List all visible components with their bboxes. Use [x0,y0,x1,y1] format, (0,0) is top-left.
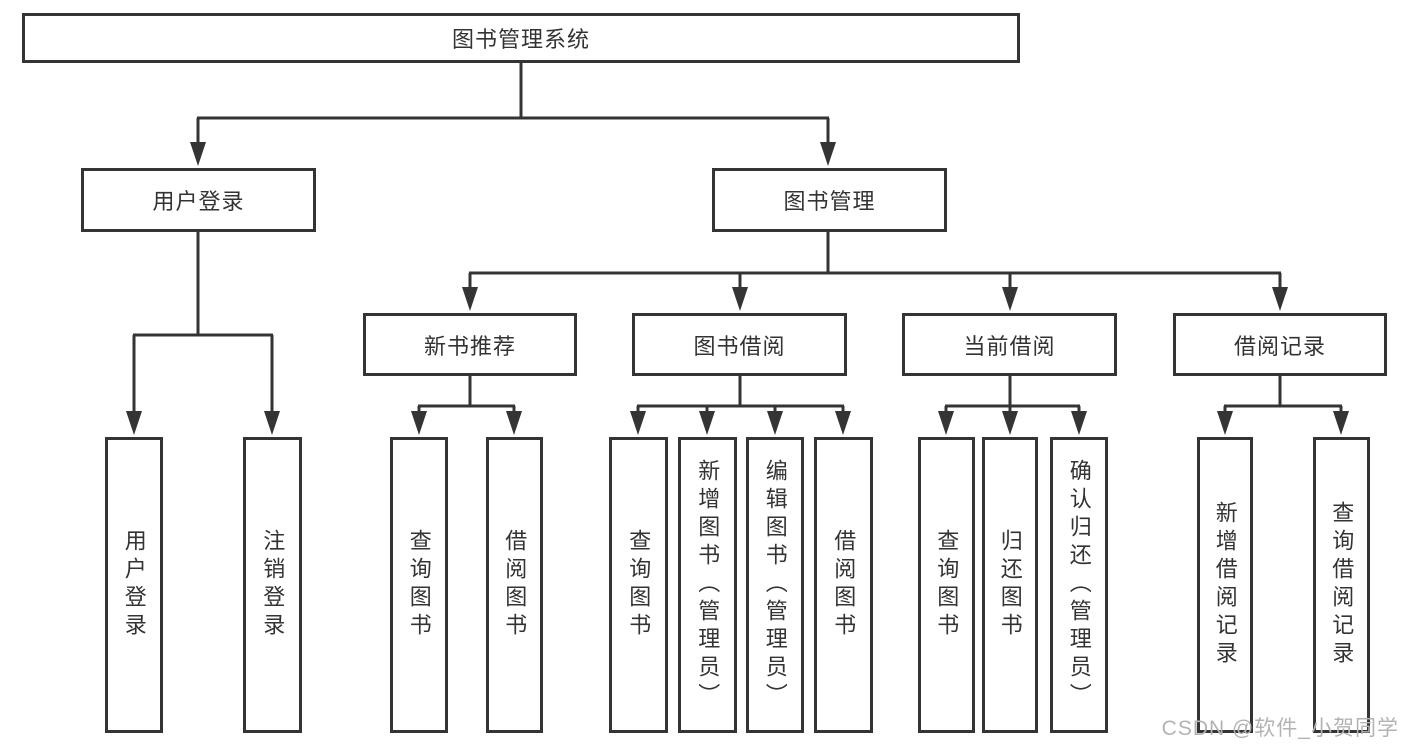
leaf-recommend-borrow-books-label: 借阅图书 [502,529,528,641]
node-root-label: 图书管理系统 [451,27,590,52]
leaf-borrow-edit-books-admin: 编辑图书（管理员） [746,437,804,733]
leaf-current-return-books: 归还图书 [982,437,1038,733]
node-book-borrow-label: 图书借阅 [693,333,786,359]
leaf-user-login-label: 用户登录 [121,529,147,641]
leaf-records-query-record-label: 查询借阅记录 [1329,501,1355,669]
node-borrow-records: 借阅记录 [1173,313,1387,376]
leaf-borrow-query-books: 查询图书 [609,437,668,733]
leaf-current-return-books-label: 归还图书 [997,529,1023,641]
node-book-management: 图书管理 [712,168,947,232]
leaf-borrow-add-books-admin-label: 新增图书（管理员） [695,459,721,711]
node-book-borrow: 图书借阅 [632,313,847,376]
node-user-login-label: 用户登录 [152,189,245,214]
leaf-borrow-borrow-books-label: 借阅图书 [831,529,857,641]
leaf-records-add-record-label: 新增借阅记录 [1212,501,1238,669]
node-user-login: 用户登录 [81,168,316,232]
leaf-recommend-query-books: 查询图书 [390,437,448,733]
leaf-user-login: 用户登录 [105,437,163,733]
leaf-recommend-query-books-label: 查询图书 [406,529,432,641]
node-current-borrow-label: 当前借阅 [963,333,1056,359]
leaf-current-query-books-label: 查询图书 [934,529,960,641]
leaf-recommend-borrow-books: 借阅图书 [486,437,543,733]
leaf-records-add-record: 新增借阅记录 [1197,437,1253,733]
leaf-borrow-edit-books-admin-label: 编辑图书（管理员） [762,459,788,711]
node-new-book-recommend-label: 新书推荐 [423,333,516,359]
leaf-current-query-books: 查询图书 [918,437,975,733]
leaf-borrow-query-books-label: 查询图书 [626,529,652,641]
arrowhead-icons [126,142,1349,435]
leaf-current-confirm-return-admin-label: 确认归还（管理员） [1066,459,1092,711]
leaf-borrow-add-books-admin: 新增图书（管理员） [678,437,737,733]
leaf-current-confirm-return-admin: 确认归还（管理员） [1050,437,1108,733]
node-borrow-records-label: 借阅记录 [1233,333,1326,359]
node-current-borrow: 当前借阅 [902,313,1117,376]
node-book-management-label: 图书管理 [783,189,876,214]
watermark-text: CSDN @软件_小贺同学 [1161,717,1399,740]
leaf-borrow-borrow-books: 借阅图书 [814,437,873,733]
node-root: 图书管理系统 [22,13,1020,63]
leaf-logout-label: 注销登录 [260,529,286,641]
leaf-logout: 注销登录 [243,437,302,733]
node-new-book-recommend: 新书推荐 [363,313,577,376]
leaf-records-query-record: 查询借阅记录 [1313,437,1370,733]
